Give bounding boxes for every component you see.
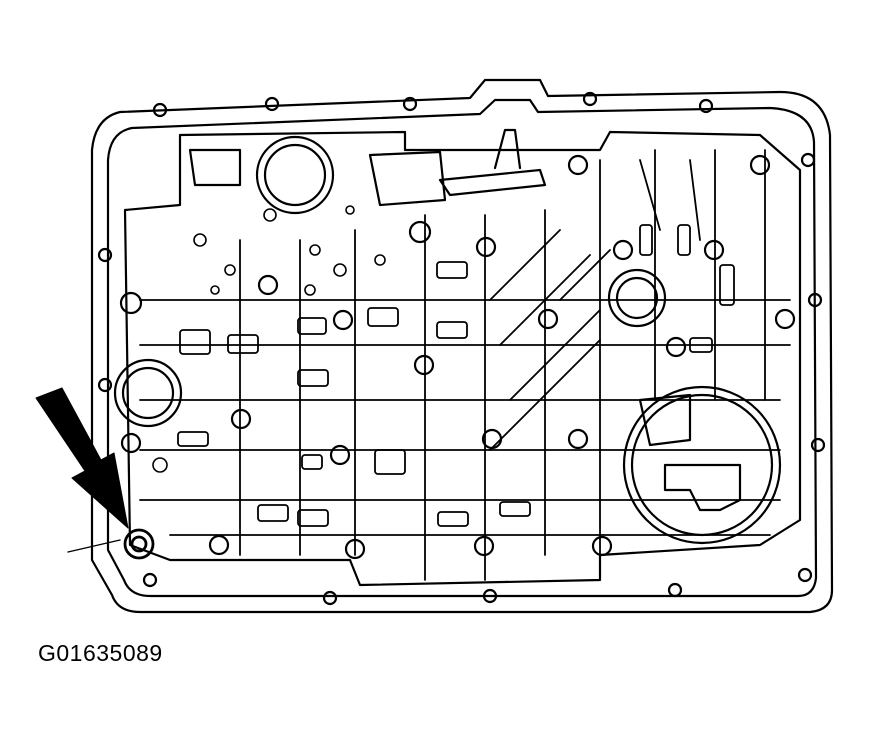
figure-code: G01635089 xyxy=(38,640,163,666)
valve-body-diagram xyxy=(35,78,834,614)
arrow-down-right-icon xyxy=(35,387,129,529)
valve-body-bolts xyxy=(119,154,796,560)
flange-bolt-holes xyxy=(97,91,826,606)
highlighted-bolt xyxy=(123,528,155,560)
accumulator-detail xyxy=(638,393,742,512)
outer-flange xyxy=(90,78,834,614)
valve-body-plate xyxy=(123,130,802,587)
inner-flange xyxy=(106,98,818,598)
passage-channels xyxy=(139,149,791,581)
detent-linkage xyxy=(188,128,547,207)
round-bosses xyxy=(113,135,782,545)
valve-slots xyxy=(177,224,735,527)
leader-line xyxy=(67,539,121,553)
small-holes xyxy=(152,205,386,473)
